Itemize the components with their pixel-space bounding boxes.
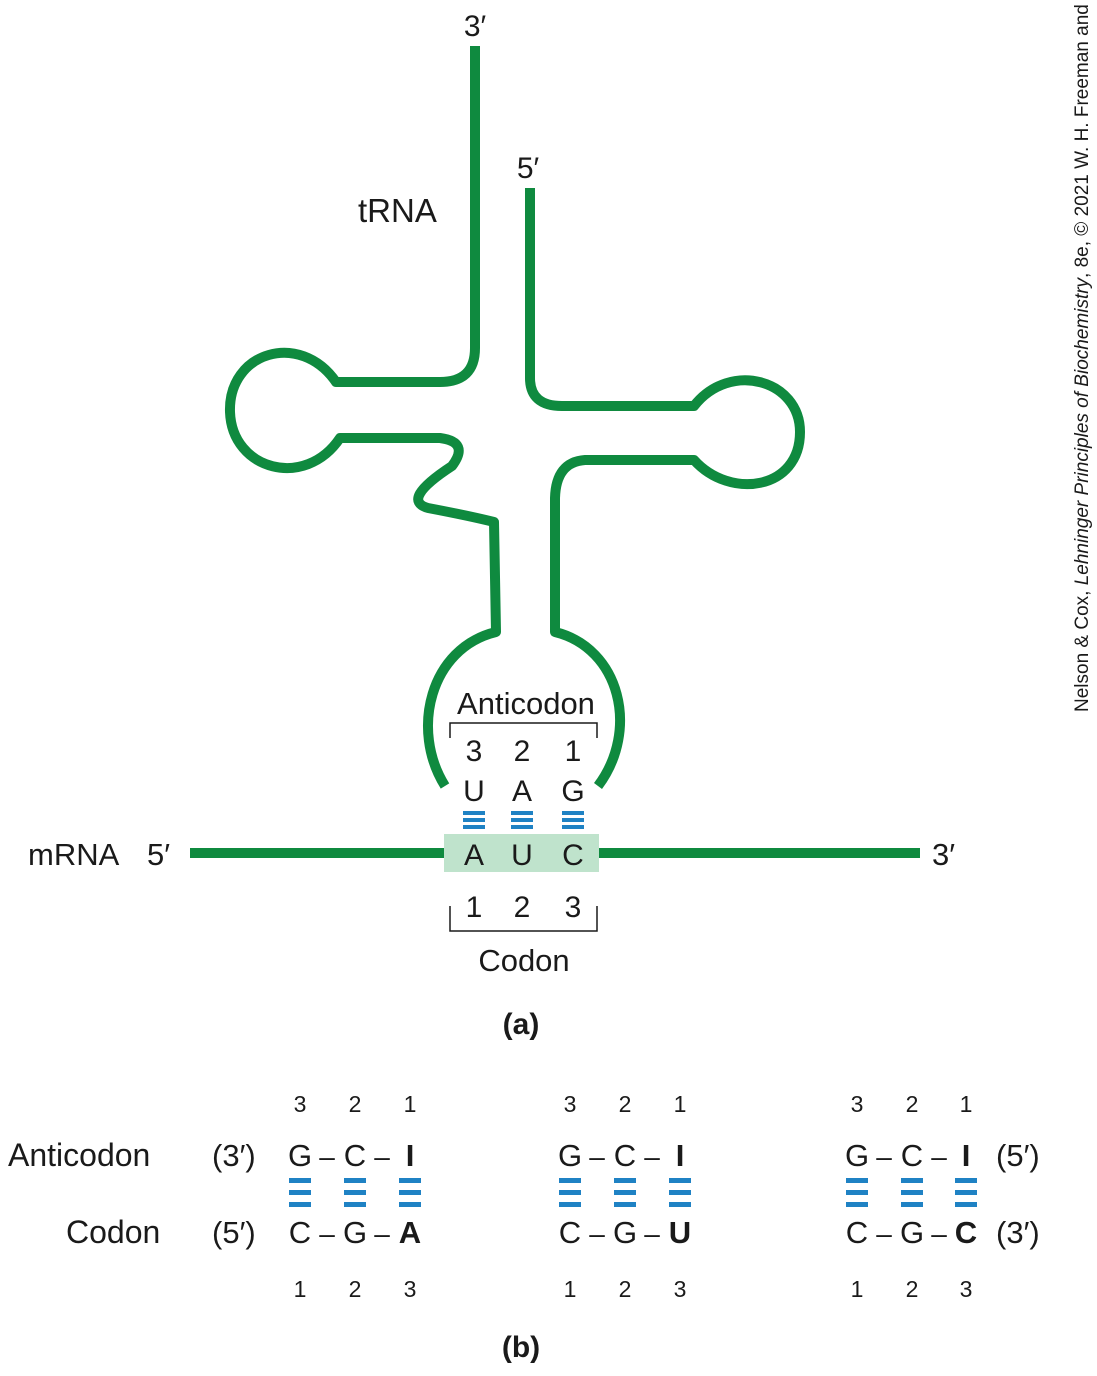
- dash: –: [876, 1218, 892, 1249]
- anticodon-base-inosine: I: [676, 1138, 685, 1173]
- anticodon-base-inosine: I: [406, 1138, 415, 1173]
- dash: –: [374, 1141, 390, 1172]
- trna-5prime-label: 5′: [517, 152, 540, 185]
- anticodon-right-end: (5′): [996, 1138, 1040, 1173]
- anticodon-position: 1: [565, 735, 582, 768]
- bottom-position: 1: [294, 1276, 307, 1302]
- anticodon-base: C: [614, 1138, 636, 1173]
- trna-3prime-label: 3′: [464, 10, 487, 43]
- panel-b-label: (b): [502, 1331, 540, 1364]
- bottom-position: 3: [674, 1276, 687, 1302]
- dash: –: [319, 1218, 335, 1249]
- anticodon-base: U: [463, 775, 485, 808]
- top-position: 2: [906, 1091, 919, 1117]
- dash: –: [644, 1141, 660, 1172]
- credit-authors: Nelson & Cox,: [1072, 585, 1093, 712]
- anticodon-position: 3: [466, 735, 483, 768]
- codon-position: 1: [466, 891, 483, 924]
- bottom-position: 2: [349, 1276, 362, 1302]
- anticodon-base: G: [561, 775, 584, 808]
- top-position: 2: [349, 1091, 362, 1117]
- anticodon-base-inosine: I: [962, 1138, 971, 1173]
- codon-position: 2: [514, 891, 531, 924]
- anticodon-base: G: [558, 1138, 582, 1173]
- hydrogen-bonds: [289, 1178, 421, 1207]
- codon-base: C: [562, 839, 584, 872]
- dash: –: [931, 1218, 947, 1249]
- codon-position: 3: [565, 891, 582, 924]
- codon-base: C: [289, 1215, 311, 1250]
- dash: –: [931, 1141, 947, 1172]
- dash: –: [319, 1141, 335, 1172]
- panel-a: 3′ 5′ tRNA Anticodon 3 2 1 U A G A U C m…: [28, 10, 955, 1041]
- anticodon-base: G: [845, 1138, 869, 1173]
- mrna-label: mRNA: [28, 837, 120, 872]
- anticodon-position: 2: [514, 735, 531, 768]
- trna-label: tRNA: [358, 192, 437, 229]
- bottom-position: 3: [960, 1276, 973, 1302]
- codon-base-wobble: U: [669, 1215, 691, 1250]
- codon-base: U: [511, 839, 533, 872]
- codon-base: G: [343, 1215, 367, 1250]
- codon-label: Codon: [478, 943, 569, 978]
- anticodon-base: A: [512, 775, 532, 808]
- top-position: 3: [564, 1091, 577, 1117]
- credit-edition: , 8e, © 2021 W. H. Freeman and Company: [1072, 0, 1093, 278]
- codon-base: C: [846, 1215, 868, 1250]
- codon-highlight: [444, 834, 599, 872]
- dash: –: [644, 1218, 660, 1249]
- panel-a-label: (a): [503, 1008, 540, 1041]
- codon-base: A: [464, 839, 484, 872]
- hydrogen-bonds: [846, 1178, 977, 1207]
- bottom-position: 2: [906, 1276, 919, 1302]
- dash: –: [589, 1218, 605, 1249]
- row-label-anticodon: Anticodon: [8, 1137, 150, 1173]
- credit-book-title: Lehninger Principles of Biochemistry: [1072, 276, 1093, 585]
- pair-2: 3 2 1 G – C – I C – G – U 1 2 3: [558, 1091, 691, 1302]
- dash: –: [589, 1141, 605, 1172]
- top-position: 1: [674, 1091, 687, 1117]
- top-position: 3: [294, 1091, 307, 1117]
- hydrogen-bonds-a: [463, 811, 584, 829]
- bottom-position: 1: [564, 1276, 577, 1302]
- bottom-position: 1: [851, 1276, 864, 1302]
- dash: –: [374, 1218, 390, 1249]
- top-position: 1: [960, 1091, 973, 1117]
- pair-3: 3 2 1 G – C – I C – G – C 1 2 3: [845, 1091, 977, 1302]
- anticodon-bracket: [449, 722, 598, 738]
- codon-right-end: (3′): [996, 1215, 1040, 1250]
- codon-base: C: [559, 1215, 581, 1250]
- top-position: 3: [851, 1091, 864, 1117]
- codon-base: G: [613, 1215, 637, 1250]
- credit-line: Nelson & Cox, Lehninger Principles of Bi…: [1072, 0, 1093, 712]
- codon-left-end: (5′): [212, 1215, 256, 1250]
- row-label-codon: Codon: [66, 1214, 160, 1250]
- trna-backbone: [224, 46, 501, 789]
- codon-base-wobble: C: [955, 1215, 977, 1250]
- dash: –: [876, 1141, 892, 1172]
- hydrogen-bonds: [559, 1178, 691, 1207]
- top-position: 2: [619, 1091, 632, 1117]
- anticodon-label: Anticodon: [457, 686, 595, 721]
- pair-1: 3 2 1 G – C – I C – G – A 1 2 3: [288, 1091, 421, 1302]
- panel-b: Anticodon Codon (3′) (5′) 3 2 1 G – C – …: [8, 1091, 1040, 1364]
- codon-bracket: [449, 906, 598, 932]
- mrna-5prime-label: 5′: [147, 837, 170, 872]
- codon-base: G: [900, 1215, 924, 1250]
- bottom-position: 3: [404, 1276, 417, 1302]
- trna-backbone-3prime-side: [525, 188, 805, 789]
- anticodon-base: C: [344, 1138, 366, 1173]
- codon-base-wobble: A: [399, 1215, 421, 1250]
- anticodon-left-end: (3′): [212, 1138, 256, 1173]
- bottom-position: 2: [619, 1276, 632, 1302]
- anticodon-base: G: [288, 1138, 312, 1173]
- mrna-3prime-label: 3′: [932, 837, 955, 872]
- top-position: 1: [404, 1091, 417, 1117]
- anticodon-base: C: [901, 1138, 923, 1173]
